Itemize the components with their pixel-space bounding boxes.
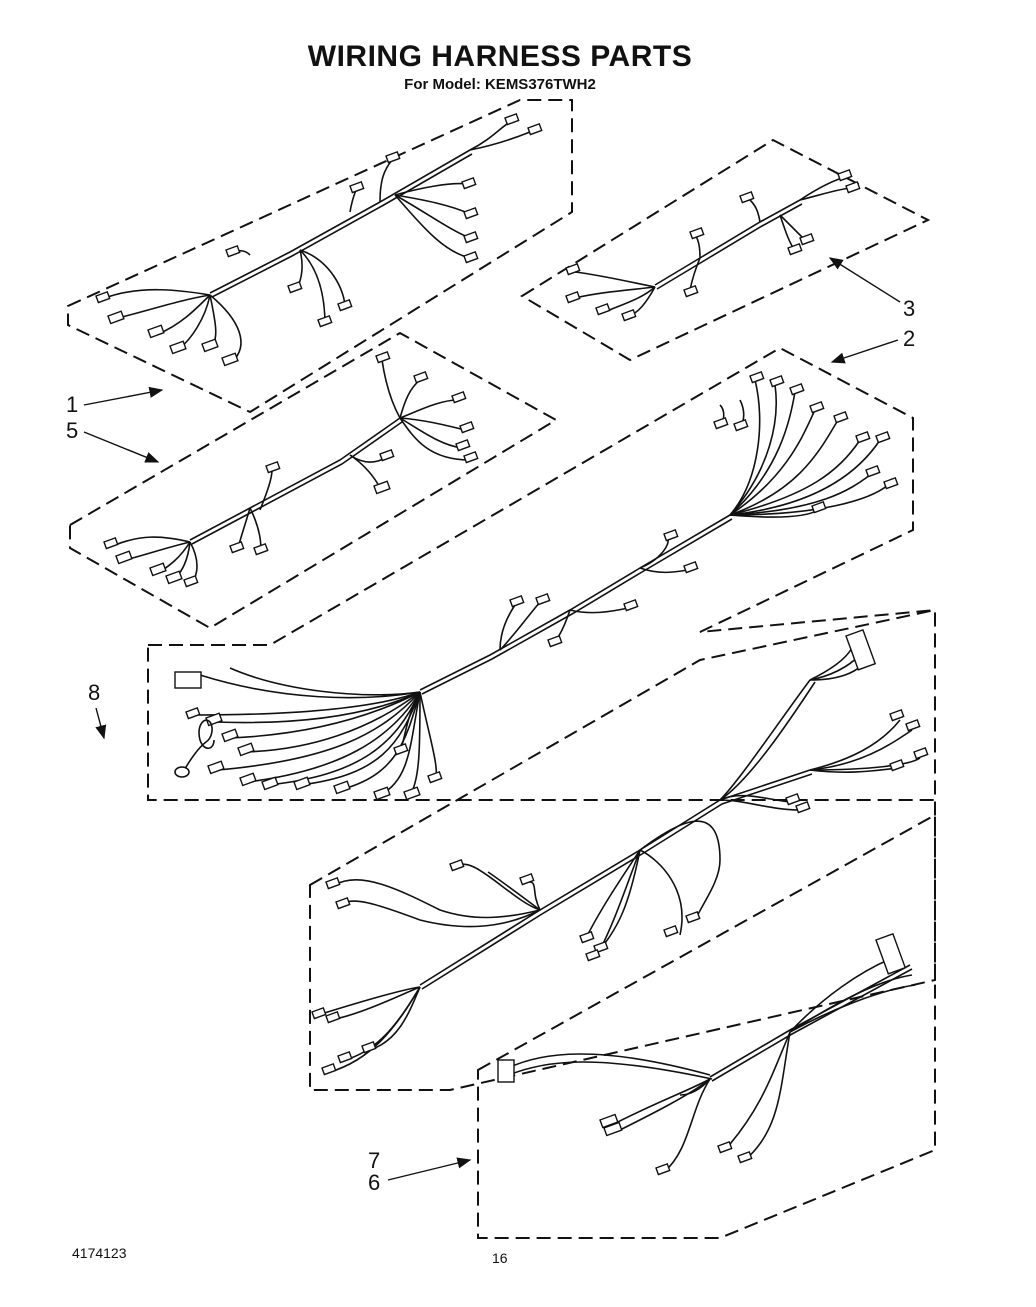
harness-1-wires (104, 121, 531, 363)
harness-2-panel (147, 346, 936, 801)
harness-6-7-connector (875, 932, 907, 975)
harness-2-wires (194, 379, 889, 796)
harness-1-terminals (95, 112, 543, 367)
harness-lower-panel (309, 608, 936, 1091)
callout-label-8: 8 (88, 680, 100, 705)
part-8-wire (174, 719, 215, 778)
callout-label-6: 6 (368, 1170, 380, 1195)
callout-label-3: 3 (903, 296, 915, 321)
harness-6-7-terminals (497, 932, 907, 1176)
harness-lower-connector (845, 628, 877, 671)
harness-1-panel (67, 99, 573, 414)
harness-3-panel (520, 138, 931, 362)
callout-group: 1 5 3 2 8 7 6 (66, 257, 915, 1195)
document-number: 4174123 (72, 1245, 127, 1261)
harness-5-terminals (103, 350, 479, 588)
harness-2-terminals (174, 370, 899, 801)
harness-2-connector (174, 671, 202, 689)
model-line: For Model: KEMS376TWH2 (404, 76, 596, 93)
harness-5-wires (114, 359, 471, 583)
harness-3-terminals (565, 168, 861, 322)
callout-label-5: 5 (66, 418, 78, 443)
callout-label-2: 2 (903, 326, 915, 351)
harness-6-7-wires (499, 954, 916, 1173)
callout-label-7: 7 (368, 1148, 380, 1173)
page-number: 16 (492, 1250, 508, 1266)
harness-6-7-panel (477, 813, 936, 1239)
page-title: WIRING HARNESS PARTS (307, 40, 693, 73)
harness-3-wires (574, 177, 851, 317)
harness-5-panel (69, 331, 558, 630)
callout-label-1: 1 (66, 392, 78, 417)
harness-lower-terminals (311, 628, 929, 1076)
harness-6-7-end-block (497, 1059, 515, 1083)
